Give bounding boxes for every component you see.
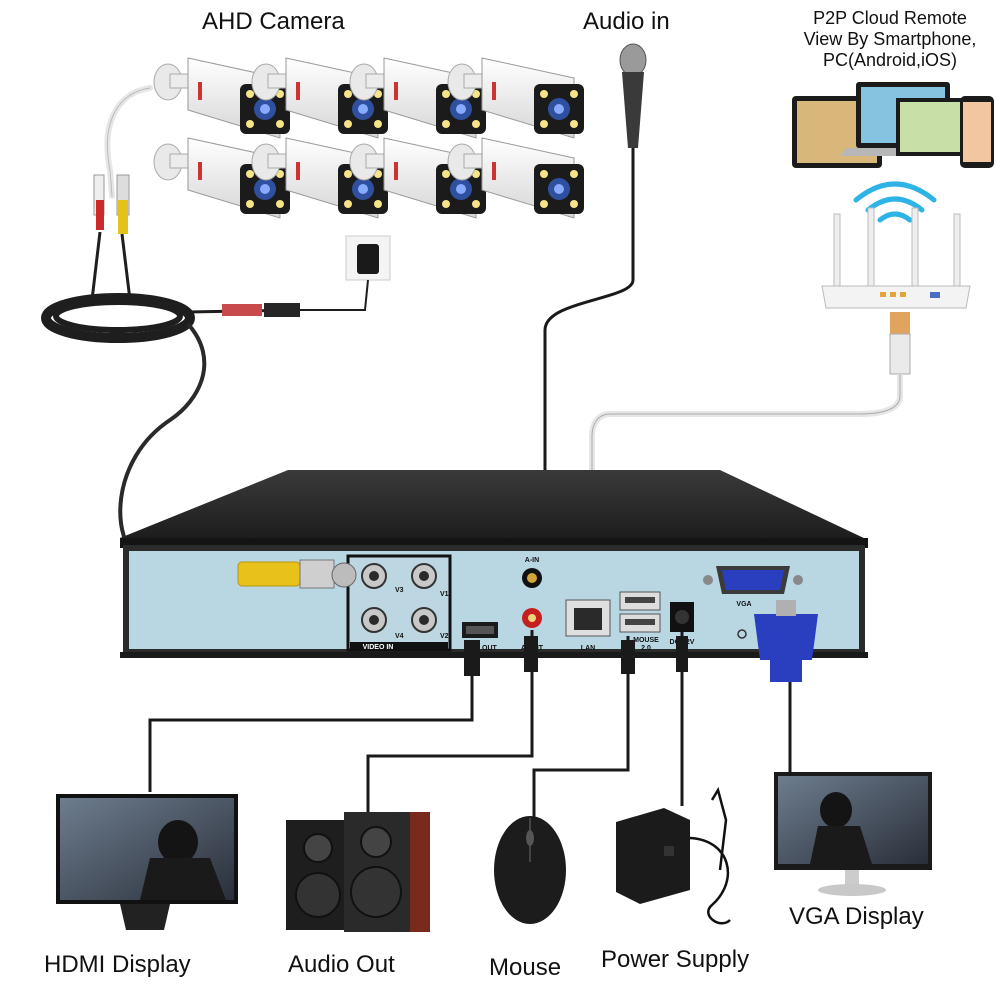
- audio-plug: [524, 636, 538, 672]
- vga-monitor: [774, 772, 932, 896]
- speakers: [286, 812, 430, 932]
- usb2-port-label: 2.0: [641, 645, 651, 652]
- v1-label: V1: [440, 591, 449, 598]
- dc-plug: [676, 636, 688, 672]
- vga-port-label: VGA: [736, 601, 751, 608]
- power-adapter: [616, 786, 731, 925]
- audio-in-port-label: A-IN: [525, 557, 539, 564]
- p2p-line-1: P2P Cloud Remote: [813, 8, 967, 28]
- audio-out-label: Audio Out: [288, 951, 395, 978]
- mouse-device: [494, 816, 566, 924]
- device-group: [792, 82, 994, 168]
- p2p-line-2: View By Smartphone,: [803, 29, 977, 49]
- vga-display-label: VGA Display: [789, 903, 924, 930]
- p2p-label: P2P Cloud Remote View By Smartphone, PC(…: [780, 8, 1000, 71]
- p2p-line-3: PC(Android,iOS): [822, 50, 958, 70]
- router: [821, 207, 971, 309]
- v2-label: V2: [440, 633, 449, 640]
- audio-in-label: Audio in: [583, 8, 670, 35]
- usb-plug: [621, 640, 635, 674]
- usb-port-label: MOUSE: [633, 637, 659, 644]
- mouse-label: Mouse: [489, 954, 562, 981]
- coiled-cable: [41, 231, 369, 343]
- v3-label: V3: [395, 587, 404, 594]
- camera-group: [153, 57, 585, 219]
- video-in-label: VIDEO IN: [363, 644, 394, 651]
- camera-pigtail: [93, 85, 153, 234]
- output-cables: [148, 630, 792, 822]
- lan-port-label: LAN: [581, 645, 595, 652]
- camera-power-socket: [345, 235, 391, 281]
- hdmi-plug: [464, 640, 480, 676]
- hdmi-out-label: OUT: [482, 645, 498, 652]
- hdmi-display-label: HDMI Display: [44, 951, 191, 978]
- v4-label: V4: [395, 633, 404, 640]
- hdmi-monitor: [56, 794, 238, 930]
- ahd-camera-label: AHD Camera: [202, 8, 345, 35]
- vga-plug: [754, 600, 818, 682]
- wifi-icon: [853, 181, 937, 223]
- dvr-recorder: VIDEO IN V3 V1 V4 V2 OUT A-IN A-OUT LAN …: [120, 470, 868, 658]
- power-supply-label: Power Supply: [601, 946, 750, 973]
